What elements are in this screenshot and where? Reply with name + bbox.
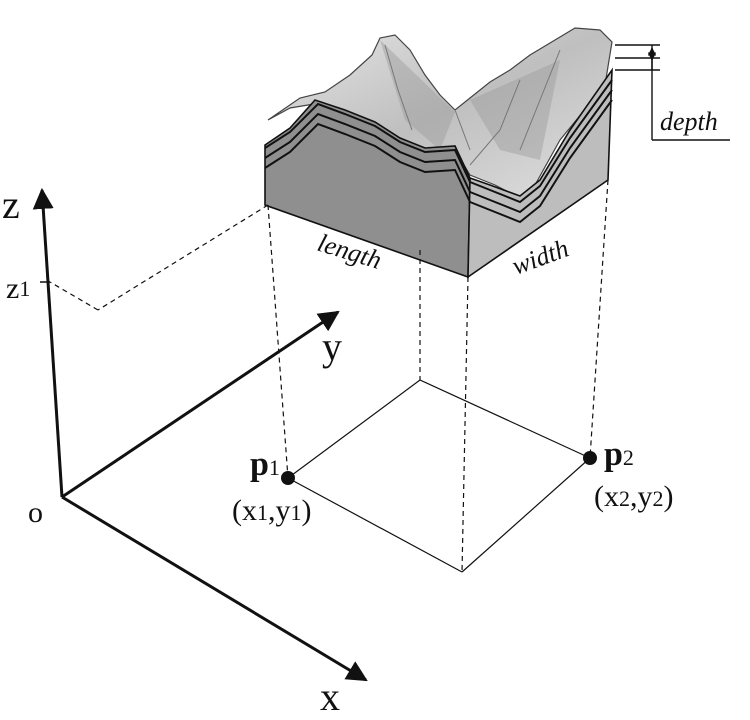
y-axis	[61, 310, 340, 499]
projection-lines	[49, 179, 609, 573]
stratum-line-side-1	[469, 79, 613, 204]
x-axis	[61, 495, 368, 682]
stratum-line-side-3	[469, 99, 613, 224]
point-p1-coords: (x1,y1)	[232, 494, 312, 527]
point-p1-marker	[281, 471, 295, 485]
stratum-line-front-3	[264, 122, 471, 203]
stratum-line-front-1	[264, 102, 471, 183]
terrain-ridge-shading	[380, 40, 560, 160]
point-p2-label: p2	[604, 436, 634, 473]
terrain-block	[264, 27, 613, 279]
point-p2-coords: (x2,y2)	[594, 480, 674, 513]
z-axis-label: z	[2, 182, 20, 227]
x-axis-label: x	[320, 674, 340, 719]
base-rectangle	[287, 379, 591, 573]
front-face	[264, 99, 471, 279]
origin-label: o	[28, 496, 43, 529]
z-axis	[32, 187, 64, 498]
depth-label: depth	[660, 107, 718, 136]
stratum-line-side-2	[469, 89, 613, 214]
point-p2-marker	[583, 451, 597, 465]
side-face	[467, 67, 613, 279]
point-p1-label: p1	[250, 446, 280, 483]
stratum-line-front-2	[264, 112, 471, 193]
axes	[32, 187, 368, 682]
z1-tick-label: z1	[6, 272, 30, 305]
y-axis-label: y	[322, 324, 342, 369]
terrain-ridge-lines	[384, 44, 561, 166]
depth-indicator	[615, 44, 730, 141]
